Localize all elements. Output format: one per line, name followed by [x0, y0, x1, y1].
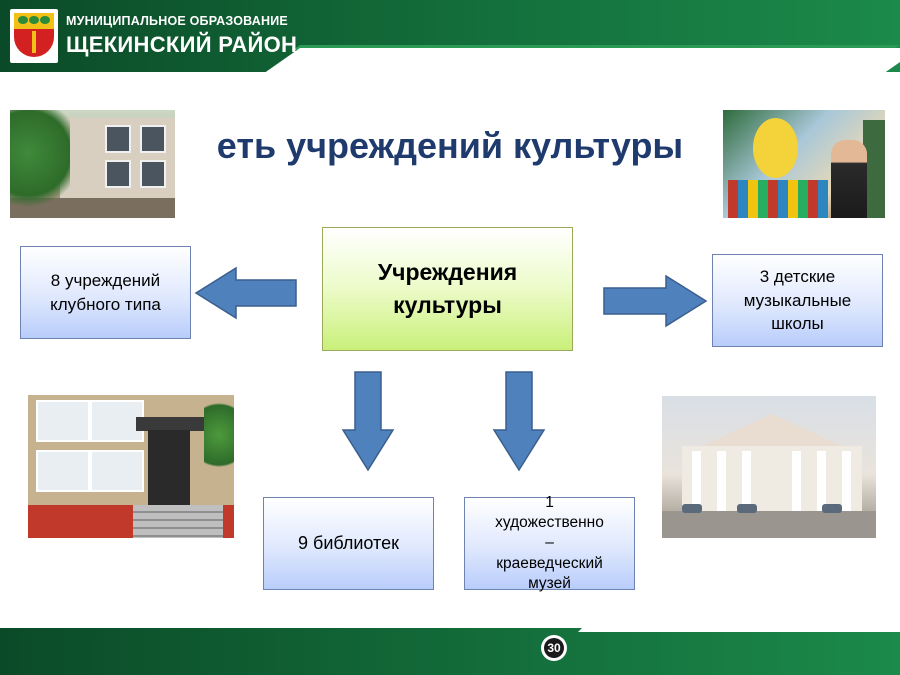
club-institutions-box: 8 учреждений клубного типа: [20, 246, 191, 339]
page-number: 30: [544, 638, 564, 658]
photo-tree: [10, 110, 70, 218]
left-box-line-1: 8 учреждений: [50, 270, 161, 290]
photo-shelf: [863, 120, 885, 218]
photo-square: [662, 511, 876, 538]
photo-window: [140, 125, 166, 153]
emblem-bar: [32, 31, 36, 53]
photo-culture-palace-bottom-right: [662, 396, 876, 538]
music-schools-box: 3 детские музыкальные школы: [712, 254, 883, 347]
page-number-badge: 30: [541, 635, 567, 661]
photo-window: [36, 400, 90, 442]
footer-band: [0, 628, 900, 675]
photo-entrance-bottom-left: [28, 395, 234, 538]
photo-column: [742, 451, 751, 511]
arrow-down-icon: [492, 371, 546, 472]
arrow-down-icon: [341, 371, 395, 472]
photo-building-top-left: [10, 110, 175, 218]
photo-steps: [133, 505, 223, 538]
photo-window: [140, 160, 166, 188]
photo-window: [105, 125, 131, 153]
arrow-left-icon: [194, 266, 297, 320]
header-subtitle: МУНИЦИПАЛЬНОЕ ОБРАЗОВАНИЕ: [66, 14, 288, 28]
center-box-line-2: культуры: [393, 292, 502, 318]
museum-box-line-4: краеведческий: [496, 554, 603, 572]
center-box-line-1: Учреждения: [377, 258, 518, 285]
libraries-box: 9 библиотек: [263, 497, 434, 590]
photo-column: [842, 451, 851, 511]
culture-institutions-box: Учреждения культуры: [322, 227, 573, 351]
photo-column: [792, 451, 801, 511]
left-box-line-2: клубного типа: [50, 294, 161, 314]
emblem-leaf: [18, 16, 28, 24]
museum-box-line-2: художественно: [495, 514, 604, 532]
emblem-leaf: [40, 16, 50, 24]
arrow-right-icon: [603, 274, 708, 328]
photo-canopy: [136, 417, 216, 431]
photo-books: [728, 180, 828, 218]
museum-box-line-1: 1: [545, 494, 554, 512]
library-box-text: 9 библиотек: [298, 532, 399, 553]
header-title: ЩЕКИНСКИЙ РАЙОН: [66, 32, 298, 57]
coat-of-arms-icon: [10, 9, 58, 63]
photo-library-top-right: [723, 110, 885, 218]
photo-column: [717, 451, 726, 511]
right-box-line-1: 3 детские: [759, 266, 836, 286]
photo-pediment: [702, 414, 842, 446]
footer-white-cut: [578, 620, 900, 632]
photo-tree: [204, 395, 234, 475]
photo-person: [831, 140, 867, 218]
right-box-line-3: школы: [771, 314, 824, 334]
photo-car: [682, 504, 702, 513]
museum-box: 1 художественно – краеведческий музей: [464, 494, 635, 592]
photo-poster: [753, 118, 798, 178]
museum-box-line-5: музей: [528, 574, 571, 592]
header-white-cut: [257, 48, 900, 78]
photo-window: [90, 450, 144, 492]
museum-box-line-3: –: [545, 534, 554, 552]
emblem-leaf: [29, 16, 39, 24]
photo-car: [822, 504, 842, 513]
photo-door: [148, 430, 190, 510]
photo-column: [817, 451, 826, 511]
photo-building: [682, 446, 862, 511]
photo-column: [692, 451, 701, 511]
photo-window: [105, 160, 131, 188]
page-title: еть учреждений культуры: [216, 125, 684, 166]
photo-car: [737, 504, 757, 513]
header: МУНИЦИПАЛЬНОЕ ОБРАЗОВАНИЕ ЩЕКИНСКИЙ РАЙО…: [0, 0, 900, 78]
right-box-line-2: музыкальные: [743, 290, 852, 310]
photo-window: [36, 450, 90, 492]
